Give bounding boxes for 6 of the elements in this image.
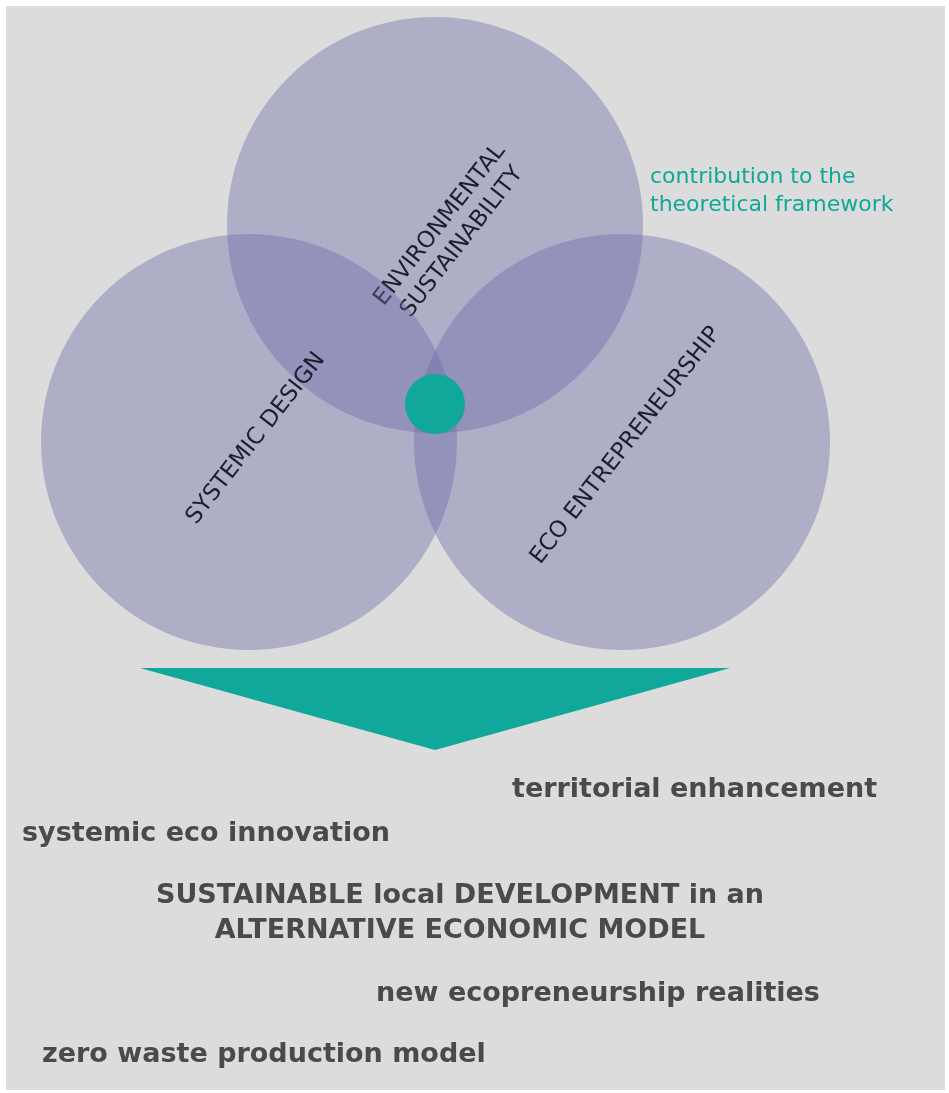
outcome-text: systemic eco innovation <box>22 815 391 849</box>
outcome-text: territorial enhancement <box>512 771 878 805</box>
outcome-text: new ecopreneurship realities <box>376 975 820 1009</box>
outcome-text: zero waste production model <box>42 1036 486 1070</box>
outcome-heading: SUSTAINABLE local DEVELOPMENT in an ALTERNATIVE ECONOMIC MODEL <box>154 877 766 947</box>
legend-text: contribution to the theoretical framework <box>650 162 895 217</box>
